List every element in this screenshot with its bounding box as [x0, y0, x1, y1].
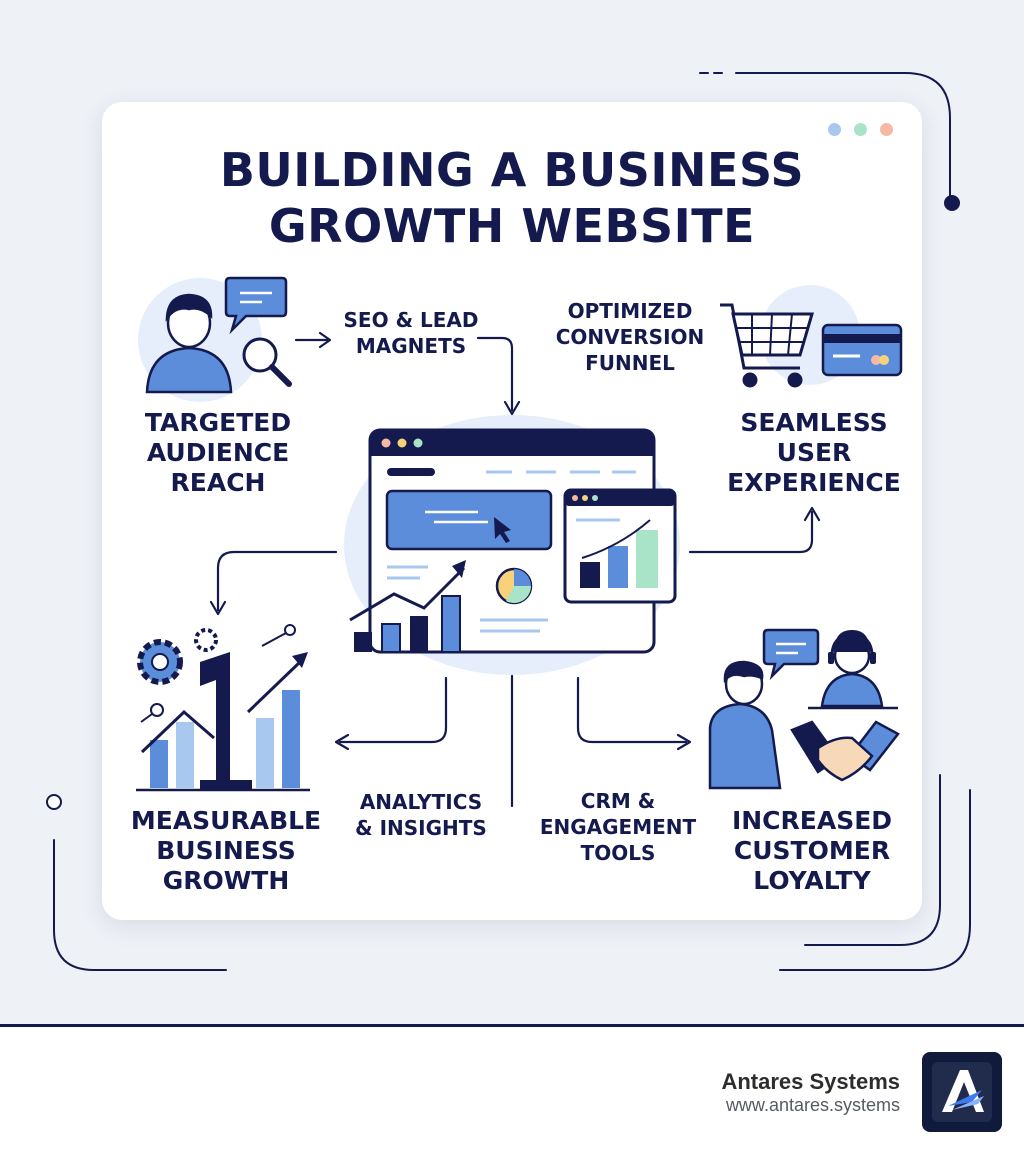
magnifier-icon [242, 337, 292, 387]
label-seo-lead-magnets: SEO & LEAD MAGNETS [343, 308, 479, 358]
label-measurable-growth: MEASURABLE BUSINESS GROWTH [130, 806, 322, 895]
label-customer-loyalty: INCREASED CUSTOMER LOYALTY [731, 806, 893, 895]
window-dot-blue [828, 123, 841, 136]
credit-card-icon [821, 323, 903, 377]
title-line-2: GROWTH WEBSITE [268, 199, 756, 253]
page-title: BUILDING A BUSINESS GROWTH WEBSITE [102, 142, 922, 254]
person-icon [145, 293, 233, 394]
flow-arrows [209, 331, 821, 808]
window-dot-green [854, 123, 867, 136]
label-targeted-audience: TARGETED AUDIENCE REACH [144, 408, 292, 497]
handshake-icon [790, 720, 900, 782]
brand-name: Antares Systems [721, 1069, 900, 1094]
gear-icon [137, 628, 218, 685]
label-analytics-insights: ANALYTICS & INSIGHTS [355, 790, 487, 840]
brand-logo-icon [932, 1062, 992, 1122]
support-agent-icon [762, 628, 898, 710]
growth-chart-icon [136, 624, 310, 792]
window-dot-orange [880, 123, 893, 136]
customer-person-icon [708, 660, 782, 790]
brand-logo [922, 1052, 1002, 1132]
title-line-1: BUILDING A BUSINESS [219, 143, 805, 197]
browser-window-icon [349, 428, 677, 654]
label-seamless-ux: SEAMLESS USER EXPERIENCE [727, 408, 901, 497]
label-crm-tools: CRM & ENGAGEMENT TOOLS [539, 789, 697, 865]
label-conversion-funnel: OPTIMIZED CONVERSION FUNNEL [555, 299, 705, 375]
shopping-cart-icon [720, 303, 815, 388]
diagram-illustration [136, 276, 903, 808]
brand-url[interactable]: www.antares.systems [725, 1095, 900, 1115]
chat-bubble-icon [224, 276, 288, 335]
footer: Antares Systems www.antares.systems [0, 1024, 1024, 1157]
